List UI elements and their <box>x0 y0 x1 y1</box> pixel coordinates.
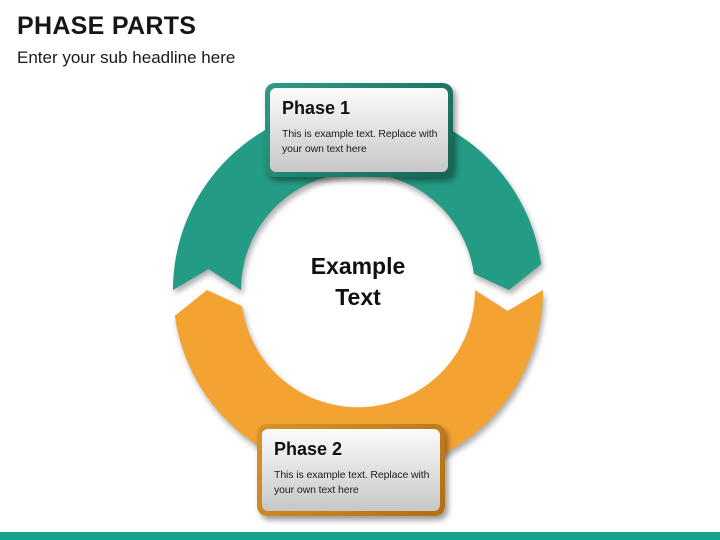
footer-accent-bar <box>0 532 720 540</box>
diagram-center-label: Example Text <box>310 253 406 310</box>
phase2-callout-box: Phase 2 This is example text. Replace wi… <box>257 424 445 516</box>
phase1-label: Phase 1 <box>282 98 351 118</box>
phase1-body-text: This is example text. Replace with your … <box>282 128 438 156</box>
phase2-label: Phase 2 <box>274 439 343 459</box>
phase2-body-text: This is example text. Replace with your … <box>274 469 430 497</box>
phase1-callout-box: Phase 1 This is example text. Replace wi… <box>265 83 453 177</box>
phase2-panel: Phase 2 This is example text. Replace wi… <box>262 429 440 511</box>
slide-header: PHASE PARTS Enter your sub headline here <box>17 12 235 68</box>
phase1-panel: Phase 1 This is example text. Replace wi… <box>270 88 448 172</box>
page-title: PHASE PARTS <box>17 12 197 40</box>
sub-headline: Enter your sub headline here <box>17 47 236 67</box>
